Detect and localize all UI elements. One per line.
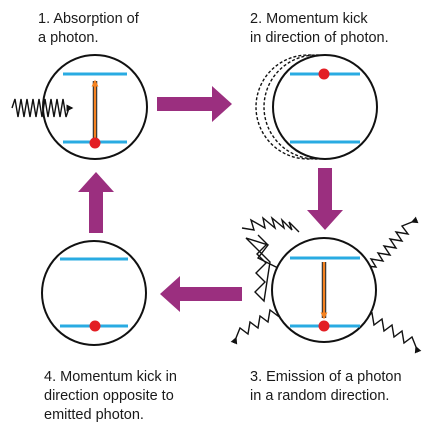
- step-2-caption-line-1: 2. Momentum kick: [250, 11, 368, 27]
- photon-wave-icon: [245, 234, 283, 303]
- step-2-caption: 2. Momentum kick in direction of photon.: [250, 10, 389, 48]
- photon-wave-icon: [365, 216, 419, 268]
- step-3-caption-line-1: 3. Emission of a photon: [250, 369, 402, 385]
- cycle-arrow-1-to-2: [157, 86, 232, 122]
- atom-2: [255, 54, 378, 160]
- photon-wave-icon: [241, 215, 300, 233]
- step-3-caption: 3. Emission of a photon in a random dire…: [250, 368, 402, 406]
- step-1-caption-line-2: a photon.: [38, 30, 99, 46]
- electron-dot-icon: [89, 137, 101, 149]
- photon-wave-icon: [11, 98, 74, 118]
- atom-3: [230, 215, 422, 354]
- electron-dot-icon: [318, 68, 330, 80]
- step-2-caption-line-2: in direction of photon.: [250, 30, 389, 46]
- cycle-arrow-4-to-1: [78, 172, 114, 233]
- step-1-caption: 1. Absorption of a photon.: [38, 10, 139, 48]
- atom-4: [41, 240, 147, 346]
- step-4-caption-line-2: direction opposite to: [44, 388, 174, 404]
- step-3-caption-line-2: in a random direction.: [250, 388, 390, 404]
- electron-dot-icon: [318, 320, 330, 332]
- step-4-caption-line-3: emitted photon.: [44, 407, 144, 423]
- atom-1: [11, 54, 148, 160]
- step-1-caption-line-1: 1. Absorption of: [38, 11, 139, 27]
- cycle-arrow-3-to-4: [160, 276, 242, 312]
- step-4-caption: 4. Momentum kick in direction opposite t…: [44, 368, 177, 425]
- atom-4-outline: [41, 240, 147, 346]
- atom-2-outline: [272, 54, 378, 160]
- step-4-caption-line-1: 4. Momentum kick in: [44, 369, 177, 385]
- electron-dot-icon: [89, 320, 101, 332]
- cycle-arrow-2-to-3: [307, 168, 343, 230]
